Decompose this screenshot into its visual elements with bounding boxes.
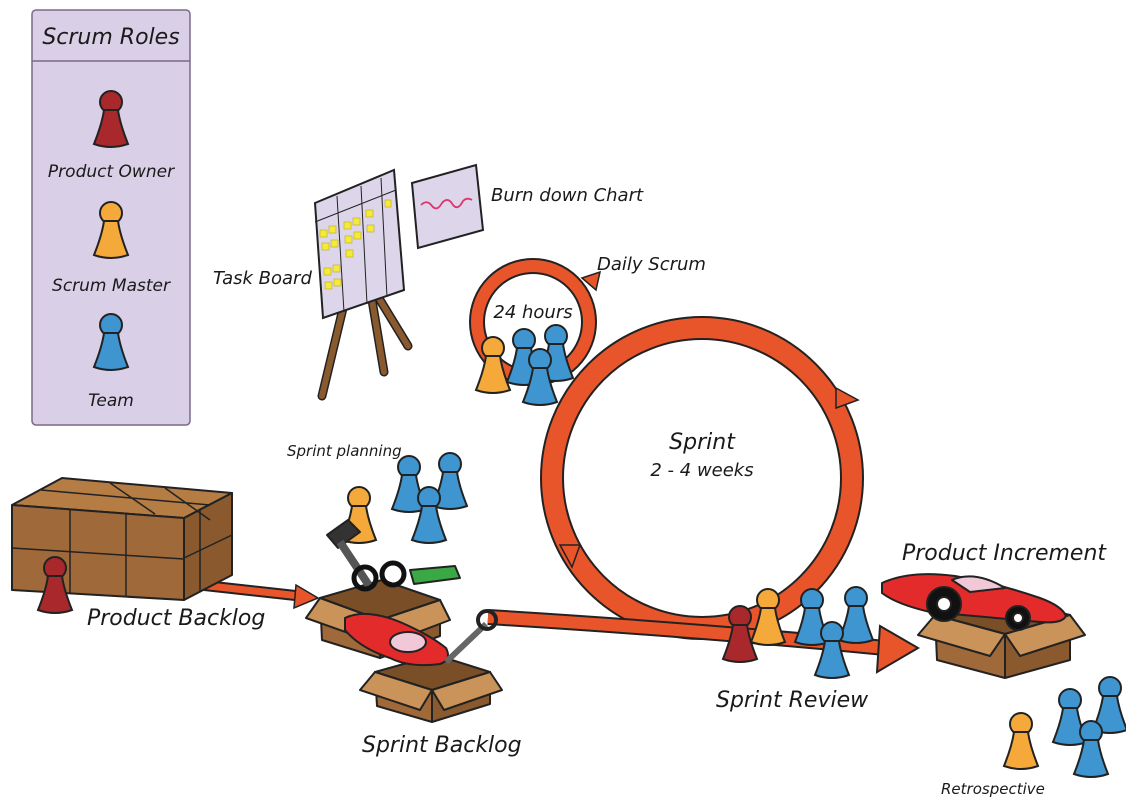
task-board bbox=[313, 168, 413, 401]
sprint-arrowhead-right-icon bbox=[835, 386, 860, 410]
review-team-pawn-icon bbox=[838, 586, 874, 644]
sprint-backlog-label: Sprint Backlog bbox=[362, 733, 522, 758]
backlog-to-planning-arrow bbox=[199, 579, 320, 610]
red-car-icon bbox=[881, 573, 1067, 631]
product-increment-label: Product Increment bbox=[902, 541, 1107, 566]
retrospective-label: Retrospective bbox=[941, 780, 1045, 798]
role-team-label: Team bbox=[88, 391, 134, 411]
role-product-owner-label: Product Owner bbox=[48, 162, 175, 182]
role-scrum-master-label: Scrum Master bbox=[52, 276, 171, 296]
sprint-duration: 2 - 4 weeks bbox=[650, 460, 753, 481]
sprint-title: Sprint bbox=[669, 430, 736, 455]
sprint-review-label: Sprint Review bbox=[716, 688, 869, 713]
daily-scrum-hours-label: 24 hours bbox=[493, 302, 572, 323]
sprint-arrowhead-left-icon bbox=[558, 544, 582, 569]
sprint-planning-label: Sprint planning bbox=[287, 442, 402, 460]
daily-scrum-label: Daily Scrum bbox=[597, 254, 706, 275]
task-board-label: Task Board bbox=[213, 268, 312, 289]
scrum-roles-title: Scrum Roles bbox=[42, 25, 179, 50]
sprint-backlog-box bbox=[344, 609, 503, 723]
retro-scrum-master-pawn-icon bbox=[1003, 712, 1039, 770]
daily-scrum-arrowhead-icon bbox=[580, 270, 602, 292]
product-backlog-boxes bbox=[11, 477, 233, 601]
burn-down-chart bbox=[410, 163, 485, 250]
burn-down-chart-label: Burn down Chart bbox=[491, 185, 644, 206]
product-backlog-label: Product Backlog bbox=[87, 606, 265, 631]
scrum-roles-panel: Scrum Roles Product Owner Scrum Master T… bbox=[31, 9, 191, 426]
